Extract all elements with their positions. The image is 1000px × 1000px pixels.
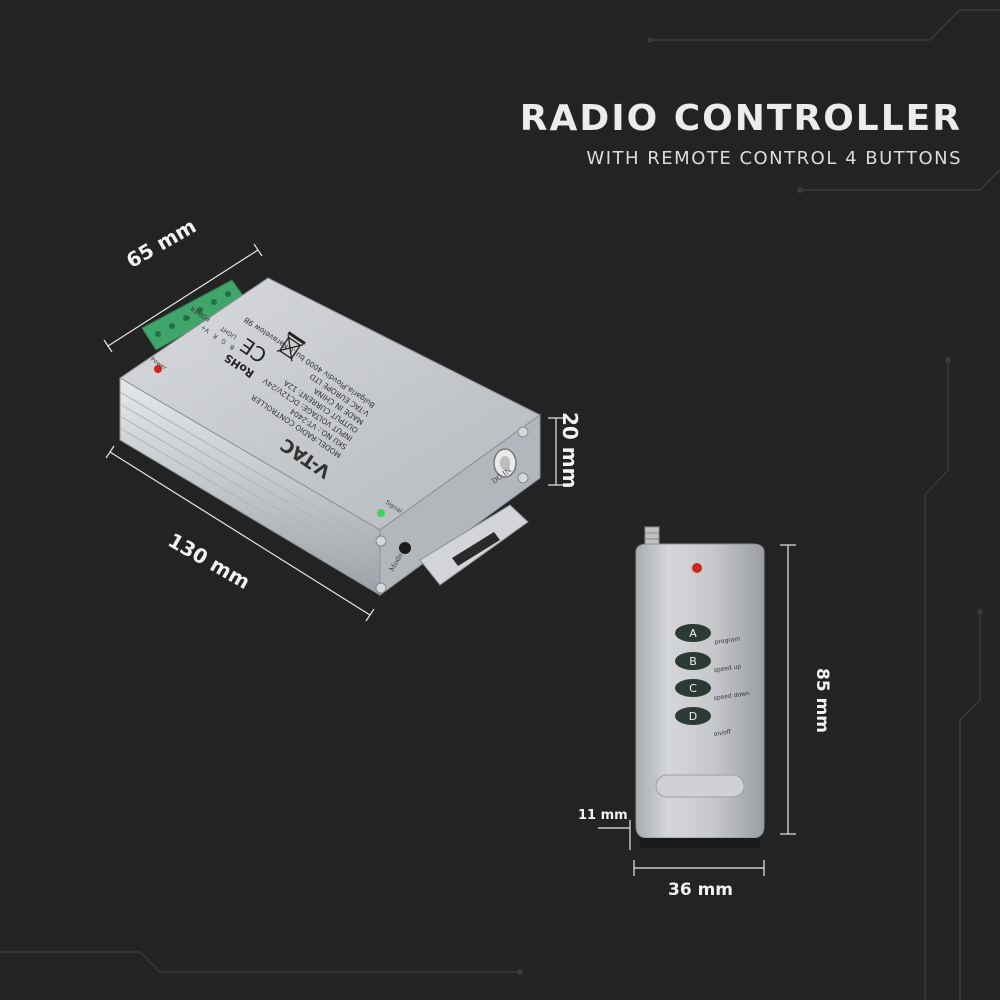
terminal-label-3: V+: [200, 323, 211, 334]
page-title: RADIO CONTROLLER: [519, 98, 962, 139]
button-letter-b: B: [689, 655, 697, 668]
remote-depth-label: 11 mm: [578, 808, 628, 823]
remote-button-c[interactable]: [675, 679, 711, 697]
remote-width-label: 36 mm: [668, 880, 734, 900]
remote-dimension-lines: [598, 544, 796, 876]
controller-dimension-lines: [103, 243, 564, 622]
remote-height-label: 85 mm: [812, 668, 832, 734]
button-letter-d: D: [689, 710, 697, 723]
signal-led: [377, 509, 385, 517]
button-label-d: on/off: [713, 729, 732, 738]
button-label-b: speed up: [713, 663, 742, 674]
button-letter-a: A: [689, 627, 697, 640]
power-led: [154, 365, 162, 373]
terminal-label-5: +: [185, 313, 193, 322]
button-label-a: program: [714, 635, 740, 646]
page-subtitle: WITH REMOTE CONTROL 4 BUTTONS: [586, 148, 962, 169]
remote-button-b[interactable]: [675, 652, 711, 670]
terminal-label-0: B: [229, 343, 236, 351]
remote-button-d[interactable]: [675, 707, 711, 725]
terminal-label-2: R: [212, 332, 219, 340]
remote-button-a[interactable]: [675, 624, 711, 642]
button-letter-c: C: [689, 682, 697, 695]
remote-led: [692, 563, 702, 573]
terminal-label-1: G: [220, 337, 228, 346]
mode-button: [399, 542, 411, 554]
remote-buttons: [675, 624, 711, 725]
terminal-label-4: -: [195, 320, 201, 327]
recycle-bin-icon: [276, 331, 306, 362]
battery-cover: [655, 774, 745, 798]
